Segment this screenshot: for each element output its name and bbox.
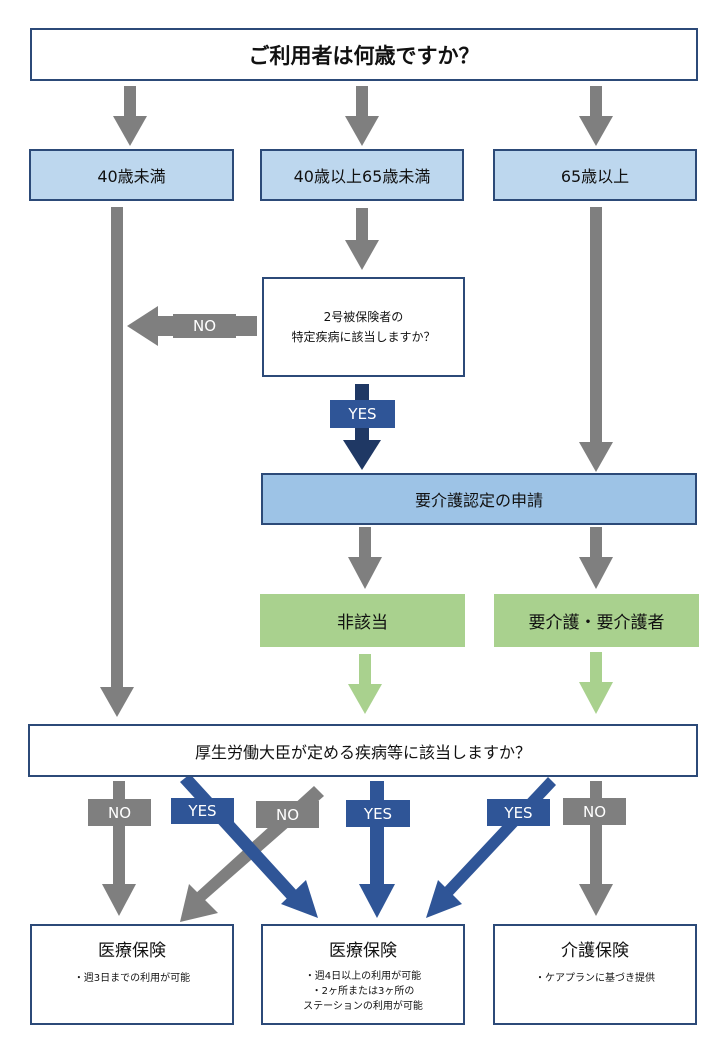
arrow-apply-to-nonapp <box>348 527 382 589</box>
yes-tag-bottom-left: YES <box>171 798 234 824</box>
yes-tag-specific-label: YES <box>348 405 377 423</box>
result-left-title: 医療保険 <box>98 941 166 961</box>
specific-disease-question-line2: 特定疾病に該当しますか？ <box>291 330 436 344</box>
age-under-40-box: 40歳未満 <box>29 149 234 201</box>
arrow-apply-to-care <box>579 527 613 589</box>
care-application-label: 要介護認定の申請 <box>414 491 543 510</box>
arrow-green-care <box>579 652 613 714</box>
no-tag-bottom-left: NO <box>88 799 151 826</box>
age-over-65-box: 65歳以上 <box>493 149 697 201</box>
result-medical-insurance-left: 医療保険 ・週3日までの利用が可能 <box>30 924 234 1025</box>
arrow-to-over65 <box>579 86 613 146</box>
no-tag-bottom-left-label: NO <box>107 803 132 822</box>
specific-disease-question-box: 2号被保険者の 特定疾病に該当しますか？ <box>262 277 465 377</box>
arrow-under40-down <box>100 207 134 717</box>
yes-tag-bottom-center: YES <box>346 800 410 827</box>
age-question-box: ご利用者は何歳ですか？ <box>30 28 698 81</box>
yes-tag-bottom-right: YES <box>487 799 550 826</box>
minister-disease-question-text: 厚生労働大臣が定める疾病等に該当しますか？ <box>194 742 531 762</box>
minister-disease-question-box: 厚生労働大臣が定める疾病等に該当しますか？ <box>28 724 698 777</box>
result-care-insurance-right: 介護保険 ・ケアプランに基づき提供 <box>493 924 697 1025</box>
no-tag-bottom-right: NO <box>563 798 626 825</box>
arrow-to-q-specific <box>345 208 379 270</box>
age-40-to-65-box: 40歳以上65歳未満 <box>260 149 464 201</box>
age-under-40-label: 40歳未満 <box>97 167 166 186</box>
result-right-title: 介護保険 <box>561 941 629 961</box>
arrow-to-under40 <box>113 86 147 146</box>
result-center-title: 医療保険 <box>329 941 397 961</box>
age-question-text: ご利用者は何歳ですか？ <box>248 43 480 68</box>
care-needed-label: 要介護・要介護者 <box>528 613 665 633</box>
result-center-note-3: ステーションの利用が可能 <box>303 1001 423 1012</box>
no-tag-specific: NO <box>173 314 236 338</box>
arrow-over65-down <box>579 207 613 472</box>
result-left-note: ・週3日までの利用が可能 <box>73 973 191 984</box>
yes-tag-bottom-right-label: YES <box>504 803 533 822</box>
non-applicable-box: 非該当 <box>260 594 465 647</box>
no-tag-specific-label: NO <box>192 317 217 335</box>
result-medical-insurance-center: 医療保険 ・週4日以上の利用が可能 ・2ヶ所または3ヶ所の ステーションの利用が… <box>261 924 465 1025</box>
specific-disease-question-line1: 2号被保険者の <box>323 310 404 324</box>
care-application-box: 要介護認定の申請 <box>261 473 697 525</box>
no-tag-bottom-middle: NO <box>256 801 319 828</box>
age-over-65-label: 65歳以上 <box>560 167 630 186</box>
age-40-to-65-label: 40歳以上65歳未満 <box>293 167 431 186</box>
arrow-green-nonapp <box>348 654 382 714</box>
yes-tag-specific: YES <box>330 400 395 428</box>
care-needed-box: 要介護・要介護者 <box>494 594 699 647</box>
no-tag-bottom-right-label: NO <box>582 802 607 821</box>
result-center-note-1: ・週4日以上の利用が可能 <box>304 971 422 982</box>
non-applicable-label: 非該当 <box>337 613 388 633</box>
yes-tag-bottom-left-label: YES <box>188 802 217 820</box>
result-right-note: ・ケアプランに基づき提供 <box>535 973 655 984</box>
arrow-to-40to65 <box>345 86 379 146</box>
yes-tag-bottom-center-label: YES <box>363 804 393 823</box>
no-tag-bottom-middle-label: NO <box>275 805 300 824</box>
result-center-note-2: ・2ヶ所または3ヶ所の <box>311 986 415 997</box>
